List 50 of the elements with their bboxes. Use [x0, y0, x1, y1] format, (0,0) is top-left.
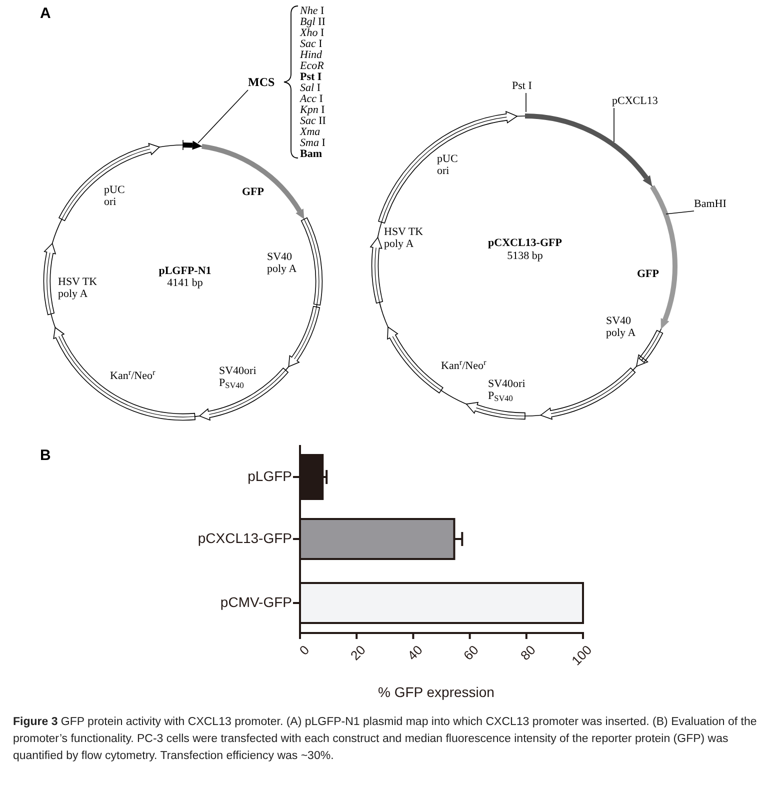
plasmid-name-label: pLGFP-N1	[158, 265, 212, 277]
tick-label: 100	[570, 643, 594, 668]
category-label: pLGFP	[248, 469, 292, 483]
promoter-label: pCXCL13	[612, 95, 658, 108]
restriction-site-label: Kpn I	[300, 105, 326, 116]
mcs-label: MCS	[248, 76, 275, 89]
category-label: pCMV-GFP	[220, 595, 292, 609]
feature-label: Kan$^{r}$/Neo$^{r}$	[110, 370, 156, 382]
restriction-site-label: Nhe I	[300, 6, 326, 17]
leader-line	[666, 210, 694, 214]
feature-label: pUC ori	[104, 184, 126, 208]
restriction-site-label: Pst I	[300, 72, 323, 83]
restriction-site-label: Pst I	[512, 80, 532, 93]
feature-label: SV40ori P$_{SV40}$	[219, 365, 258, 389]
plasmid-size-label: 5138 bp	[506, 250, 544, 262]
feature-label: GFP	[637, 268, 660, 280]
restriction-site-label: Bgl II	[300, 17, 326, 28]
panel-label: B	[40, 448, 52, 463]
feature-label: HSV TK poly A	[384, 226, 424, 250]
restriction-site-label: Xma	[300, 127, 322, 138]
plasmid-size-label: 4141 bp	[166, 277, 204, 289]
restriction-site-label: Sac II	[300, 116, 327, 127]
restriction-site-label: Sal I	[300, 83, 322, 94]
leader-line	[198, 90, 248, 144]
restriction-site-label: Hind	[300, 50, 323, 61]
panel-label: A	[40, 6, 52, 21]
feature-label: SV40 poly A	[267, 251, 298, 275]
restriction-site-label: BamHI	[694, 198, 726, 211]
axis-title: % GFP expression	[378, 685, 494, 699]
tick-label: 0	[296, 643, 312, 658]
feature-label: Kan$^{r}$/Neo$^{r}$	[441, 360, 488, 372]
tick-label: 40	[404, 643, 424, 662]
restriction-site-label: Sma I	[300, 138, 326, 149]
mcs-segment-arrow	[180, 139, 204, 151]
category-label: pCXCL13-GFP	[198, 531, 292, 545]
feature-label: SV40ori P$_{SV40}$	[488, 378, 526, 402]
plasmid-name-label: pCXCL13-GFP	[487, 237, 563, 249]
feature-label: GFP	[242, 186, 265, 198]
restriction-site-label: Xho I	[300, 28, 326, 39]
figure-caption: Figure 3 GFP protein activity with CXCL13 promoter. (A) pLGFP-N1 plasmid map into which CXCL13 promoter was inserted. (B) Evaluation of the promoter’s functionality. PC-3 cells were transfected with each construct and median fluorescence intensity of the reporter protein (GFP) was quantified by flow cytometry. Transfection efficiency was ~30%.	[13, 715, 758, 764]
tick-label: 20	[348, 643, 368, 662]
tick-label: 80	[518, 643, 538, 662]
restriction-site-label: Bam	[300, 149, 323, 160]
feature-label: HSV TK poly A	[58, 276, 98, 300]
restriction-site-label: Sac I	[300, 39, 324, 50]
feature-label: pUC ori	[437, 153, 459, 177]
restriction-site-label: Acc I	[300, 94, 324, 105]
tick-label: 60	[462, 643, 481, 662]
restriction-site-label: EcoR	[300, 61, 325, 72]
feature-label: SV40 poly A	[606, 315, 637, 339]
